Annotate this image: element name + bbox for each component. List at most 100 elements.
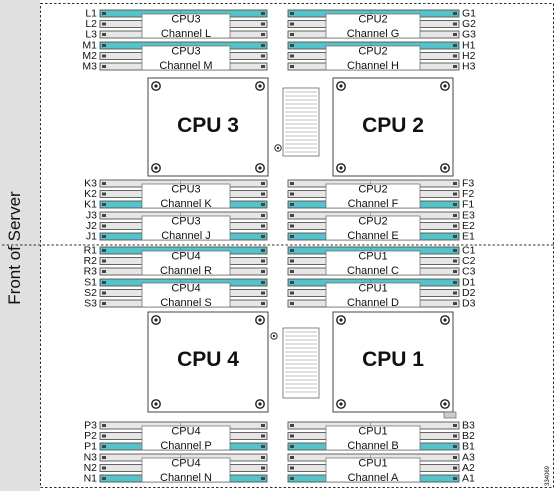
dimm-latch-icon <box>290 249 294 252</box>
dimm-latch-icon <box>290 291 294 295</box>
dimm-latch-icon <box>453 224 457 228</box>
channel-label-box <box>325 215 421 241</box>
dimm-latch-icon <box>261 434 265 438</box>
standoff-center-icon <box>272 334 276 338</box>
dimm-latch-icon <box>290 182 294 185</box>
dimm-slot-label: C3 <box>462 266 476 278</box>
channel-label-box <box>325 425 421 451</box>
dimm-latch-icon <box>261 466 265 470</box>
dimm-latch-icon <box>453 270 457 273</box>
dimm-latch-icon <box>102 456 106 459</box>
dimm-slot-label: G1 <box>462 8 476 20</box>
dimm-slot-label: S1 <box>84 277 97 289</box>
dimm-latch-icon <box>102 259 106 263</box>
front-of-server-label: Front of Server <box>5 191 24 305</box>
channel-label-box <box>141 13 231 39</box>
dimm-slot-label: A2 <box>462 462 475 474</box>
dimm-slot-label: E1 <box>462 231 475 243</box>
dimm-slot-label: K2 <box>84 188 97 200</box>
dimm-latch-icon <box>261 192 265 196</box>
dimm-latch-icon <box>290 302 294 305</box>
dimm-slot-label: F1 <box>462 199 474 211</box>
channel-name-label: Channel A <box>348 472 399 484</box>
dimm-latch-icon <box>102 203 106 206</box>
dimm-latch-icon <box>290 424 294 427</box>
dimm-latch-icon <box>290 281 294 284</box>
socket-screw-center-icon <box>154 84 158 88</box>
dimm-latch-icon <box>261 445 265 448</box>
channel-label-box <box>141 45 231 71</box>
channel-cpu-label: CPU1 <box>358 251 387 263</box>
dimm-slot-label: J1 <box>86 231 97 243</box>
dimm-slot-label: M1 <box>82 40 97 52</box>
cpu-socket-cpu1: CPU 1 <box>332 311 454 413</box>
dimm-latch-icon <box>453 424 457 427</box>
socket-screw-center-icon <box>339 166 343 170</box>
dimm-latch-icon <box>453 235 457 238</box>
standoff-center-icon <box>276 146 280 150</box>
channel-cpu-label: CPU4 <box>171 458 200 470</box>
dimm-latch-icon <box>261 281 265 284</box>
channel-cpu-label: CPU1 <box>358 426 387 438</box>
dimm-latch-icon <box>453 214 457 217</box>
channel-cpu-label: CPU1 <box>358 283 387 295</box>
board-connector <box>443 411 457 419</box>
dimm-latch-icon <box>261 224 265 228</box>
dimm-slot-label: H1 <box>462 40 476 52</box>
heatsink-body <box>282 327 320 399</box>
dimm-slot-label: D1 <box>462 277 476 289</box>
channel-cpu-label: CPU3 <box>171 184 200 196</box>
dimm-latch-icon <box>102 235 106 238</box>
cpu-socket-outline <box>332 311 454 413</box>
dimm-slot-label: H2 <box>462 50 476 62</box>
dimm-latch-icon <box>453 192 457 196</box>
dimm-latch-icon <box>290 54 294 58</box>
cpu-socket-cpu3: CPU 3 <box>147 77 269 177</box>
dimm-latch-icon <box>453 249 457 252</box>
heatsink-body <box>282 87 320 157</box>
dimm-latch-icon <box>453 445 457 448</box>
dimm-latch-icon <box>102 302 106 305</box>
dimm-latch-icon <box>102 445 106 448</box>
socket-screw-center-icon <box>443 166 447 170</box>
channel-cpu-label: CPU4 <box>171 426 200 438</box>
channel-cpu-label: CPU4 <box>171 283 200 295</box>
dimm-slot-label: B1 <box>462 441 475 453</box>
dimm-latch-icon <box>453 12 457 15</box>
dimm-latch-icon <box>261 33 265 36</box>
dimm-latch-icon <box>290 259 294 263</box>
dimm-latch-icon <box>261 477 265 480</box>
dimm-latch-icon <box>261 203 265 206</box>
dimm-latch-icon <box>290 12 294 15</box>
channel-name-label: Channel S <box>160 297 211 309</box>
heatsink-fins-lower <box>270 327 320 399</box>
dimm-slot-label: J2 <box>86 220 97 232</box>
dimm-latch-icon <box>453 259 457 263</box>
dimm-slot-c1: C1 <box>287 245 476 257</box>
dimm-latch-icon <box>102 54 106 58</box>
dimm-latch-icon <box>261 54 265 58</box>
dimm-slot-label: R1 <box>84 245 98 257</box>
dimm-latch-icon <box>102 281 106 284</box>
channel-label-box <box>141 457 231 483</box>
dimm-latch-icon <box>102 192 106 196</box>
dimm-latch-icon <box>453 281 457 284</box>
dimm-latch-icon <box>290 434 294 438</box>
channel-cpu-label: CPU2 <box>358 46 387 58</box>
dimm-slot-label: E2 <box>462 220 475 232</box>
dimm-latch-icon <box>290 203 294 206</box>
channel-cpu-label: CPU3 <box>171 46 200 58</box>
channel-cpu-label: CPU2 <box>358 216 387 228</box>
dimm-latch-icon <box>290 44 294 47</box>
dimm-slot-label: C1 <box>462 245 476 257</box>
socket-screw-center-icon <box>154 318 158 322</box>
dimm-latch-icon <box>453 44 457 47</box>
dimm-slot-label: F2 <box>462 188 474 200</box>
dimm-latch-icon <box>261 259 265 263</box>
